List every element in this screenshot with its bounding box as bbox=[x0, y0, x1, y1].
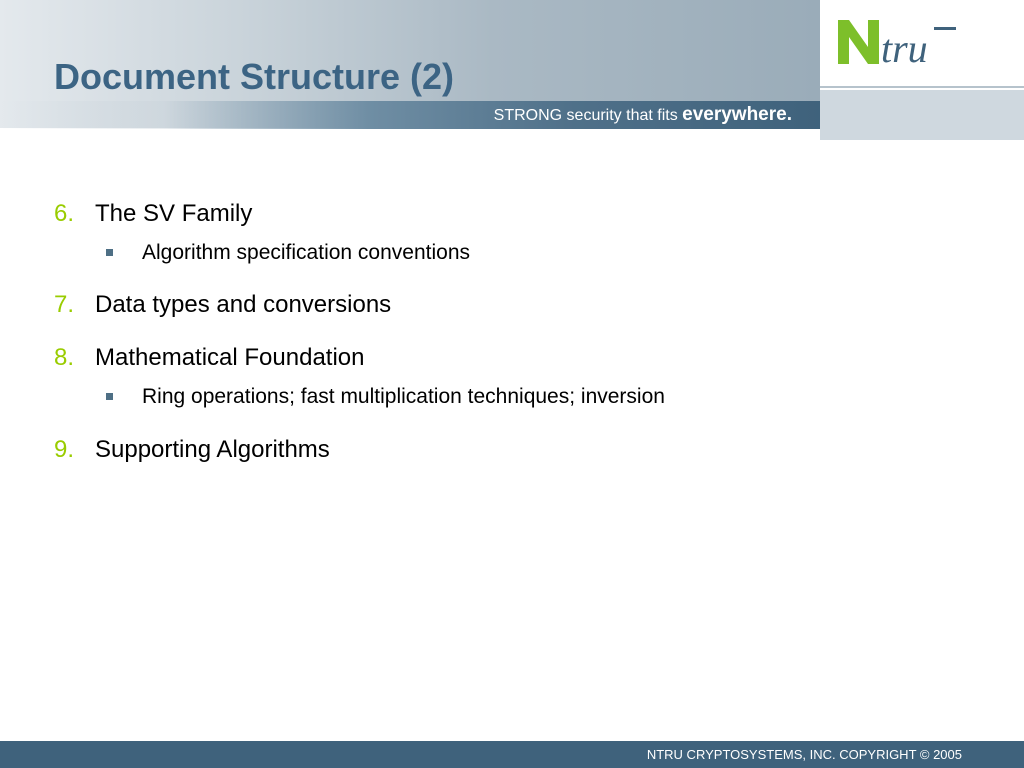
logo-area-divider bbox=[820, 86, 1024, 88]
logo-area-band bbox=[820, 90, 1024, 140]
slide-content: 6. The SV Family Algorithm specification… bbox=[54, 200, 665, 463]
square-bullet-icon bbox=[106, 249, 113, 256]
sub-item: Ring operations; fast multiplication tec… bbox=[142, 385, 665, 408]
tagline-emphasis: everywhere bbox=[682, 104, 787, 125]
item-number: 9. bbox=[54, 436, 75, 463]
item-number: 7. bbox=[54, 291, 75, 318]
tagline-text: STRONG security that fits bbox=[493, 107, 683, 124]
ntru-logo-icon: tru bbox=[838, 20, 956, 70]
tagline-bar bbox=[0, 101, 820, 129]
sub-item: Algorithm specification conventions bbox=[142, 241, 471, 264]
page-title: Document Structure (2) bbox=[54, 56, 455, 97]
square-bullet-icon bbox=[106, 393, 113, 400]
svg-text:tru: tru bbox=[881, 26, 928, 70]
list-item: Supporting Algorithms bbox=[95, 436, 330, 463]
item-number: 6. bbox=[54, 200, 75, 227]
footer-bar bbox=[0, 741, 1024, 768]
list-item: The SV Family bbox=[95, 200, 253, 227]
tagline: STRONG security that fits everywhere. bbox=[494, 104, 792, 126]
list-item: Data types and conversions bbox=[95, 291, 392, 318]
copyright-footer: NTRU CRYPTOSYSTEMS, INC. COPYRIGHT © 200… bbox=[646, 747, 962, 762]
list-item: Mathematical Foundation bbox=[95, 344, 365, 371]
ntru-logo: tru bbox=[838, 14, 974, 70]
item-number: 8. bbox=[54, 344, 75, 371]
tagline-period: . bbox=[786, 104, 792, 125]
